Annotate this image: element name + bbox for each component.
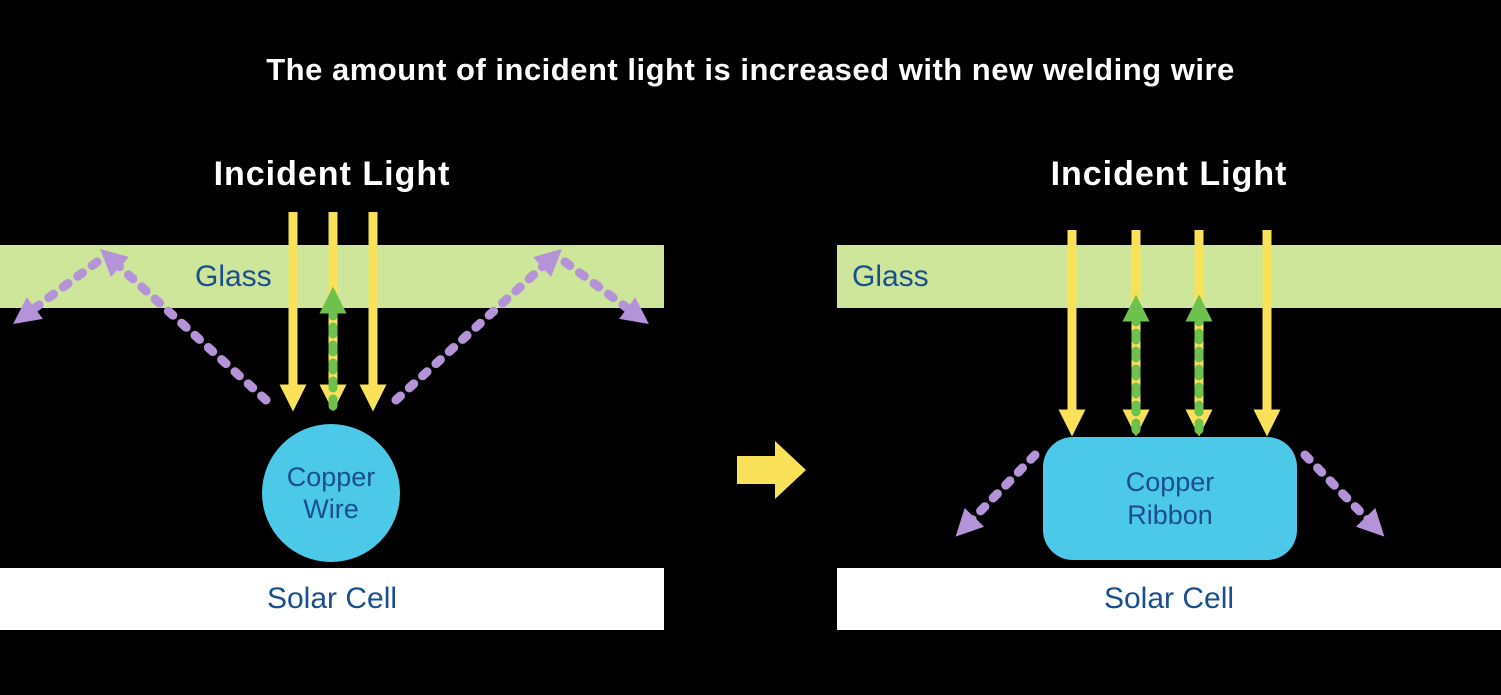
solar-cell-label-left: Solar Cell [266, 582, 398, 615]
glass-layer-right: Glass [837, 245, 1501, 308]
copper-wire-label-line1: Copper [286, 461, 376, 492]
glass-label-left: Glass [195, 259, 272, 293]
copper-ribbon-label-line2: Ribbon [1127, 499, 1213, 530]
copper-ribbon: Copper Ribbon [1043, 437, 1297, 560]
transition-right-arrow-icon [737, 441, 806, 499]
solar-cell-right: Solar Cell [837, 568, 1501, 630]
solar-cell-label-right: Solar Cell [1103, 582, 1235, 615]
copper-wire: Copper Wire [262, 424, 400, 562]
glass-label-right: Glass [852, 259, 929, 293]
incident-light-label-left: Incident Light [213, 155, 451, 193]
incident-light-label-right: Incident Light [1050, 155, 1288, 193]
diagram-title: The amount of incident light is increase… [266, 52, 1235, 87]
lost-light-arrow [1300, 450, 1385, 537]
copper-ribbon-label-line1: Copper [1125, 467, 1215, 498]
reflected-light-arrows-right [1122, 294, 1213, 435]
copper-wire-label-line2: Wire [303, 494, 359, 524]
solar-cell-left: Solar Cell [0, 568, 664, 630]
glass-layer-left: Glass [0, 245, 664, 308]
lost-light-arrow [955, 450, 1040, 537]
